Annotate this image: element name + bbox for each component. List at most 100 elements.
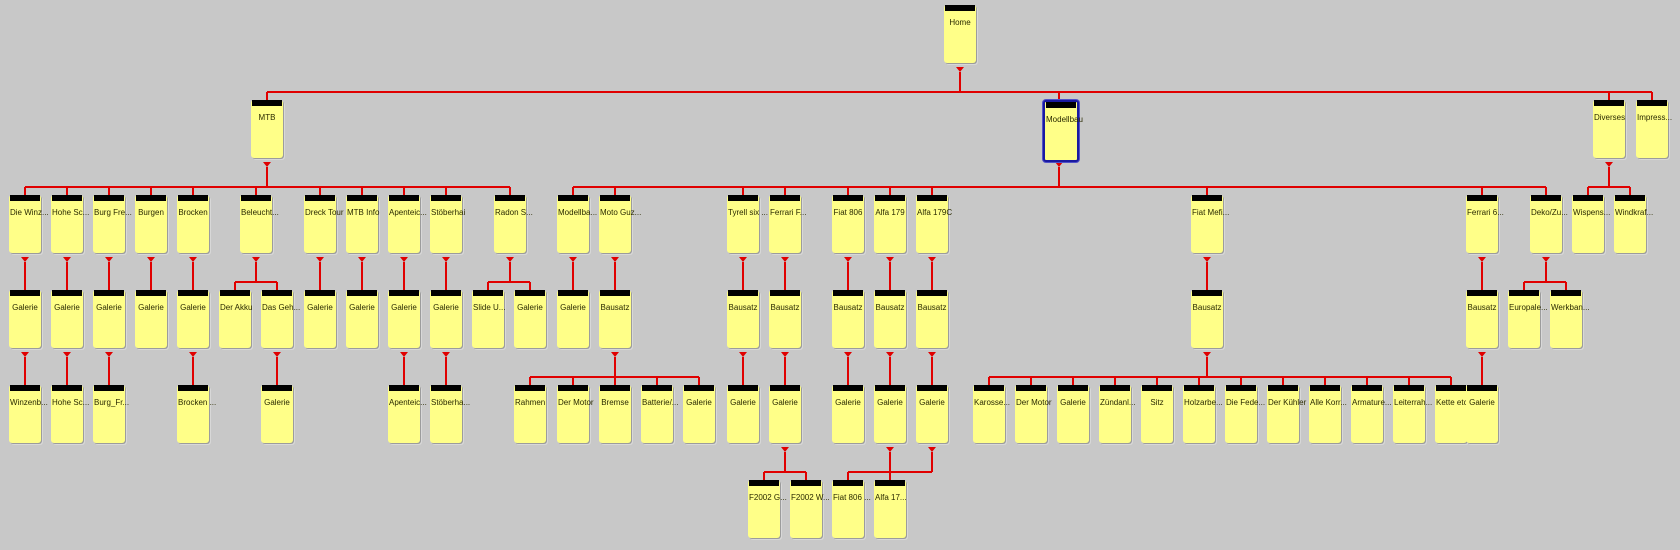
page-node[interactable]: Modellba... [557,195,597,253]
page-node[interactable]: Galerie [1057,385,1089,443]
page-node[interactable]: Winzenb... [9,385,48,443]
page-node[interactable]: Apenteic... [388,385,427,443]
page-node[interactable]: Burgen [135,195,167,253]
page-node[interactable]: Bausatz [1466,290,1498,348]
page-node[interactable]: Kette etc. [1435,385,1470,443]
page-node[interactable]: Brocken [177,195,209,253]
connector-arrow [781,352,789,357]
page-node[interactable]: Alfa 179C [916,195,952,253]
page-node[interactable]: Galerie [514,290,546,348]
page-node[interactable]: Galerie [177,290,209,348]
page-node[interactable]: Burg Fre... [93,195,132,253]
page-node[interactable]: Bausatz [916,290,948,348]
page-node[interactable]: Hohe Sc... [51,195,89,253]
page-node[interactable]: Galerie [683,385,715,443]
page-node[interactable]: Galerie [388,290,420,348]
connector-arrow [189,352,197,357]
page-node[interactable]: Galerie [51,290,83,348]
page-node[interactable]: Galerie [304,290,336,348]
page-node[interactable]: Zündanl... [1099,385,1136,443]
page-node[interactable]: Galerie [93,290,125,348]
page-node[interactable]: Apenteic... [388,195,427,253]
page-node[interactable]: Holzarbe... [1183,385,1223,443]
page-node[interactable]: Brocken ... [177,385,216,443]
page-node[interactable]: Der Motor [557,385,594,443]
page-node[interactable]: Die Fede... [1225,385,1265,443]
page-node[interactable]: Dreck Tour [304,195,344,253]
page-node[interactable]: Der Motor [1015,385,1052,443]
page-node[interactable]: Galerie [557,290,589,348]
page-node[interactable]: Modellbau [1043,100,1083,162]
page-node[interactable]: Stöberhai [430,195,465,253]
node-header-bar [94,290,124,296]
page-node[interactable]: Fiat 806 [832,195,864,253]
page-node[interactable]: Galerie [769,385,801,443]
page-node[interactable]: Batterie/... [641,385,678,443]
page-node[interactable]: Leiterrah... [1393,385,1432,443]
page-node[interactable]: Moto Guz... [599,195,641,253]
page-node[interactable]: Bausatz [874,290,906,348]
page-node[interactable]: F2002 G... [748,480,787,538]
node-label: Galerie [1469,398,1495,407]
page-node[interactable]: MTB [251,100,283,158]
connector-arrow [400,257,408,262]
page-node[interactable]: Galerie [430,290,462,348]
page-node[interactable]: Galerie [135,290,167,348]
page-node[interactable]: Bausatz [727,290,759,348]
page-node[interactable]: Sitz [1141,385,1173,443]
page-node[interactable]: Der Kühler [1267,385,1306,443]
page-node[interactable]: Galerie [261,385,293,443]
page-node[interactable]: Europale... [1508,290,1548,348]
page-node[interactable]: Beleucht... [240,195,279,253]
connector-arrow [1203,257,1211,262]
page-node[interactable]: Impress... [1636,100,1672,158]
node-header-bar [728,195,758,201]
page-node[interactable]: Karosse... [973,385,1010,443]
page-node[interactable]: Bausatz [832,290,864,348]
page-node[interactable]: Wispens... [1572,195,1610,253]
page-node[interactable]: Galerie [916,385,948,443]
page-node[interactable]: Bremse [599,385,631,443]
page-node[interactable]: Ferrari F... [769,195,806,253]
page-node[interactable]: Fiat 806 ... [832,480,871,538]
page-node[interactable]: Home [944,5,976,63]
page-node[interactable]: Werkban... [1550,290,1590,348]
node-label: Bausatz [917,303,947,312]
page-node[interactable]: Der Akku [219,290,252,348]
page-node[interactable]: Galerie [1466,385,1498,443]
node-header-bar [1531,195,1561,201]
page-node[interactable]: Ferrari 6... [1466,195,1504,253]
page-node[interactable]: Windkraf... [1614,195,1653,253]
page-node[interactable]: Burg_Fr... [93,385,129,443]
page-node[interactable]: Bausatz [1191,290,1223,348]
page-node[interactable]: Slide U... [472,290,505,348]
node-header-bar [1573,195,1603,201]
page-node[interactable]: Bausatz [599,290,631,348]
page-node[interactable]: Tyrell six ... [727,195,768,253]
page-node[interactable]: Deko/Zu... [1530,195,1568,253]
page-node[interactable]: Bausatz [769,290,801,348]
page-node[interactable]: Das Geh... [261,290,300,348]
node-header-bar [833,195,863,201]
page-node[interactable]: Alfa 17... [874,480,907,538]
page-node[interactable]: Stöberha... [430,385,470,443]
page-node[interactable]: Galerie [727,385,759,443]
page-node[interactable]: Alle Korr... [1309,385,1347,443]
page-node[interactable]: Hohe Sc... [51,385,89,443]
page-node[interactable]: Galerie [9,290,41,348]
node-label: Galerie [264,398,290,407]
node-label: Home [949,18,971,27]
page-node[interactable]: Galerie [874,385,906,443]
page-node[interactable]: Radon S... [494,195,533,253]
page-node[interactable]: Die Winz... [9,195,49,253]
page-node[interactable]: Fiat Mefi... [1191,195,1229,253]
page-node[interactable]: MTB Info [346,195,379,253]
node-header-bar [917,195,947,201]
page-node[interactable]: Galerie [346,290,378,348]
page-node[interactable]: Galerie [832,385,864,443]
page-node[interactable]: Armature... [1351,385,1392,443]
page-node[interactable]: Rahmen [514,385,546,443]
page-node[interactable]: F2002 W... [790,480,830,538]
page-node[interactable]: Alfa 179 [874,195,906,253]
page-node[interactable]: Diverses [1593,100,1625,158]
